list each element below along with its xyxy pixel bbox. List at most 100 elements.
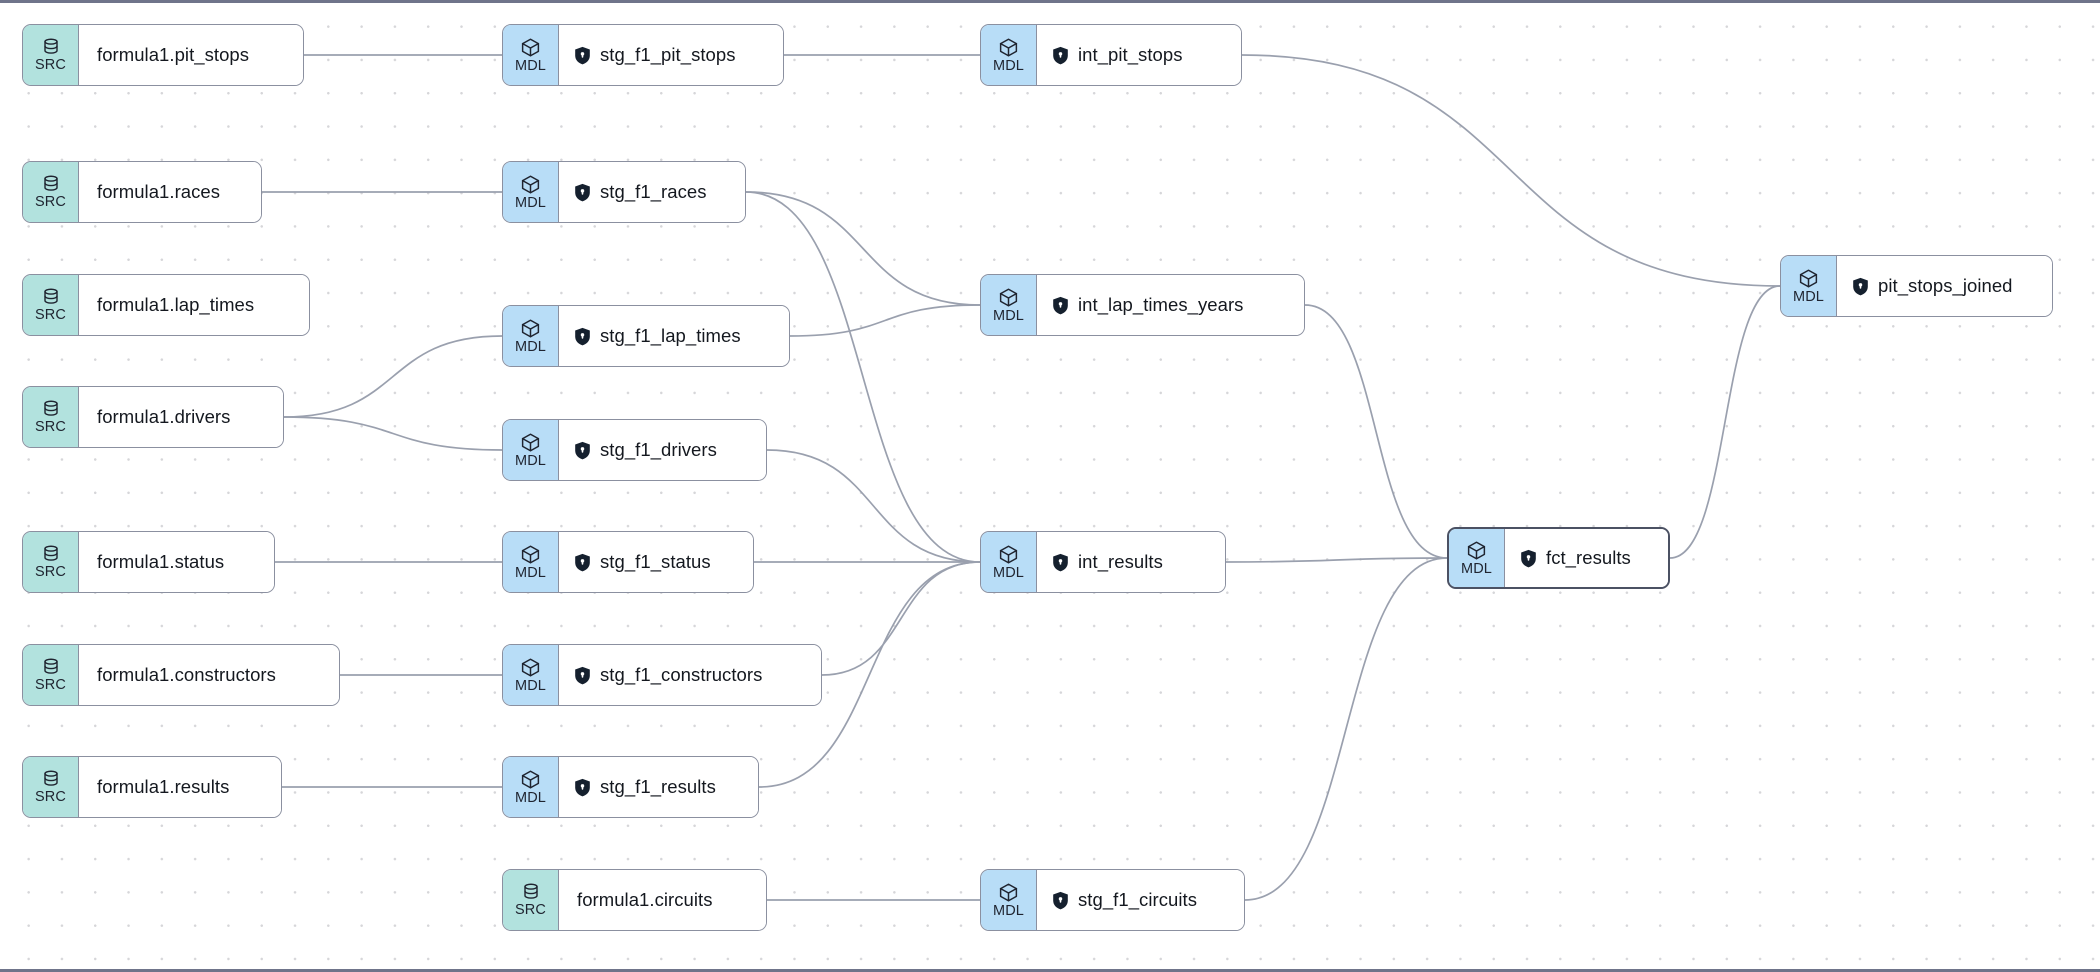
edge-stg_circuits-to-fct_results — [1244, 557, 1448, 901]
shield-lock-icon — [574, 778, 591, 797]
node-label: int_results — [1078, 551, 1163, 572]
node-type-code: MDL — [515, 564, 546, 581]
node-body: fct_results — [1505, 529, 1668, 587]
node-label: stg_f1_circuits — [1078, 889, 1197, 910]
node-label: stg_f1_races — [600, 181, 707, 202]
node-stg_status[interactable]: MDL stg_f1_status — [502, 531, 754, 593]
node-stg_constructors[interactable]: MDL stg_f1_constructors — [502, 644, 822, 706]
src-badge: SRC — [23, 532, 79, 592]
node-body: formula1.lap_times — [79, 275, 309, 335]
node-body: formula1.circuits — [559, 870, 766, 930]
node-src_pit_stops[interactable]: SRC formula1.pit_stops — [22, 24, 304, 86]
mdl-badge: MDL — [1449, 529, 1505, 587]
node-int_pit_stops[interactable]: MDL int_pit_stops — [980, 24, 1242, 86]
node-fct_results[interactable]: MDL fct_results — [1447, 527, 1670, 589]
node-type-code: MDL — [515, 677, 546, 694]
node-body: pit_stops_joined — [1837, 256, 2052, 316]
mdl-badge: MDL — [503, 532, 559, 592]
node-label: formula1.races — [97, 181, 221, 202]
mdl-badge: MDL — [503, 420, 559, 480]
src-badge: SRC — [23, 162, 79, 222]
node-type-code: SRC — [515, 902, 546, 918]
edge-int_lap_times_yrs-to-fct_results — [1304, 304, 1448, 559]
node-src_races[interactable]: SRC formula1.races — [22, 161, 262, 223]
cube-icon — [520, 174, 541, 195]
node-int_lap_times_yrs[interactable]: MDL int_lap_times_years — [980, 274, 1305, 336]
node-stg_races[interactable]: MDL stg_f1_races — [502, 161, 746, 223]
node-int_results[interactable]: MDL int_results — [980, 531, 1226, 593]
node-label: formula1.constructors — [97, 664, 276, 685]
node-body: stg_f1_circuits — [1037, 870, 1244, 930]
mdl-badge: MDL — [981, 532, 1037, 592]
edge-fct_results-to-pit_stops_joined — [1669, 285, 1781, 559]
node-pit_stops_joined[interactable]: MDL pit_stops_joined — [1780, 255, 2053, 317]
node-src_constructors[interactable]: SRC formula1.constructors — [22, 644, 340, 706]
node-src_lap_times[interactable]: SRC formula1.lap_times — [22, 274, 310, 336]
mdl-badge: MDL — [503, 757, 559, 817]
node-type-code: MDL — [515, 789, 546, 806]
mdl-badge: MDL — [981, 870, 1037, 930]
node-label: formula1.lap_times — [97, 294, 255, 315]
cube-icon — [998, 882, 1019, 903]
shield-lock-icon — [574, 327, 591, 346]
node-body: formula1.pit_stops — [79, 25, 303, 85]
node-type-code: SRC — [35, 194, 66, 210]
node-type-code: MDL — [1793, 288, 1824, 305]
node-type-code: MDL — [993, 57, 1024, 74]
node-stg_drivers[interactable]: MDL stg_f1_drivers — [502, 419, 767, 481]
node-body: int_pit_stops — [1037, 25, 1241, 85]
src-badge: SRC — [23, 645, 79, 705]
node-body: stg_f1_constructors — [559, 645, 821, 705]
src-badge: SRC — [23, 275, 79, 335]
node-body: stg_f1_races — [559, 162, 745, 222]
node-src_drivers[interactable]: SRC formula1.drivers — [22, 386, 284, 448]
node-body: formula1.results — [79, 757, 281, 817]
mdl-badge: MDL — [981, 275, 1037, 335]
database-icon — [41, 544, 61, 564]
edge-src_drivers-to-stg_lap_times — [283, 335, 503, 418]
mdl-badge: MDL — [503, 645, 559, 705]
database-icon — [41, 287, 61, 307]
node-src_circuits[interactable]: SRC formula1.circuits — [502, 869, 767, 931]
node-type-code: MDL — [515, 194, 546, 211]
node-body: stg_f1_drivers — [559, 420, 766, 480]
edge-int_pit_stops-to-pit_stops_joined — [1241, 54, 1781, 287]
node-type-code: SRC — [35, 419, 66, 435]
node-label: int_lap_times_years — [1078, 294, 1244, 315]
cube-icon — [520, 657, 541, 678]
node-label: stg_f1_lap_times — [600, 325, 741, 346]
node-type-code: MDL — [1461, 560, 1492, 577]
mdl-badge: MDL — [503, 25, 559, 85]
database-icon — [521, 882, 541, 902]
database-icon — [41, 657, 61, 677]
node-body: stg_f1_lap_times — [559, 306, 789, 366]
node-label: formula1.circuits — [577, 889, 713, 910]
node-type-code: MDL — [515, 57, 546, 74]
node-type-code: SRC — [35, 57, 66, 73]
node-label: stg_f1_status — [600, 551, 711, 572]
node-body: stg_f1_pit_stops — [559, 25, 783, 85]
node-label: stg_f1_drivers — [600, 439, 717, 460]
node-stg_pit_stops[interactable]: MDL stg_f1_pit_stops — [502, 24, 784, 86]
node-type-code: MDL — [515, 452, 546, 469]
node-type-code: MDL — [993, 902, 1024, 919]
node-label: stg_f1_pit_stops — [600, 44, 736, 65]
shield-lock-icon — [574, 183, 591, 202]
shield-lock-icon — [574, 553, 591, 572]
cube-icon — [520, 544, 541, 565]
node-stg_circuits[interactable]: MDL stg_f1_circuits — [980, 869, 1245, 931]
node-label: formula1.drivers — [97, 406, 231, 427]
node-label: stg_f1_constructors — [600, 664, 763, 685]
shield-lock-icon — [1052, 553, 1069, 572]
edge-int_results-to-fct_results — [1225, 557, 1448, 563]
node-label: fct_results — [1546, 547, 1631, 568]
src-badge: SRC — [23, 387, 79, 447]
shield-lock-icon — [574, 666, 591, 685]
edge-stg_results-to-int_results — [758, 561, 981, 788]
